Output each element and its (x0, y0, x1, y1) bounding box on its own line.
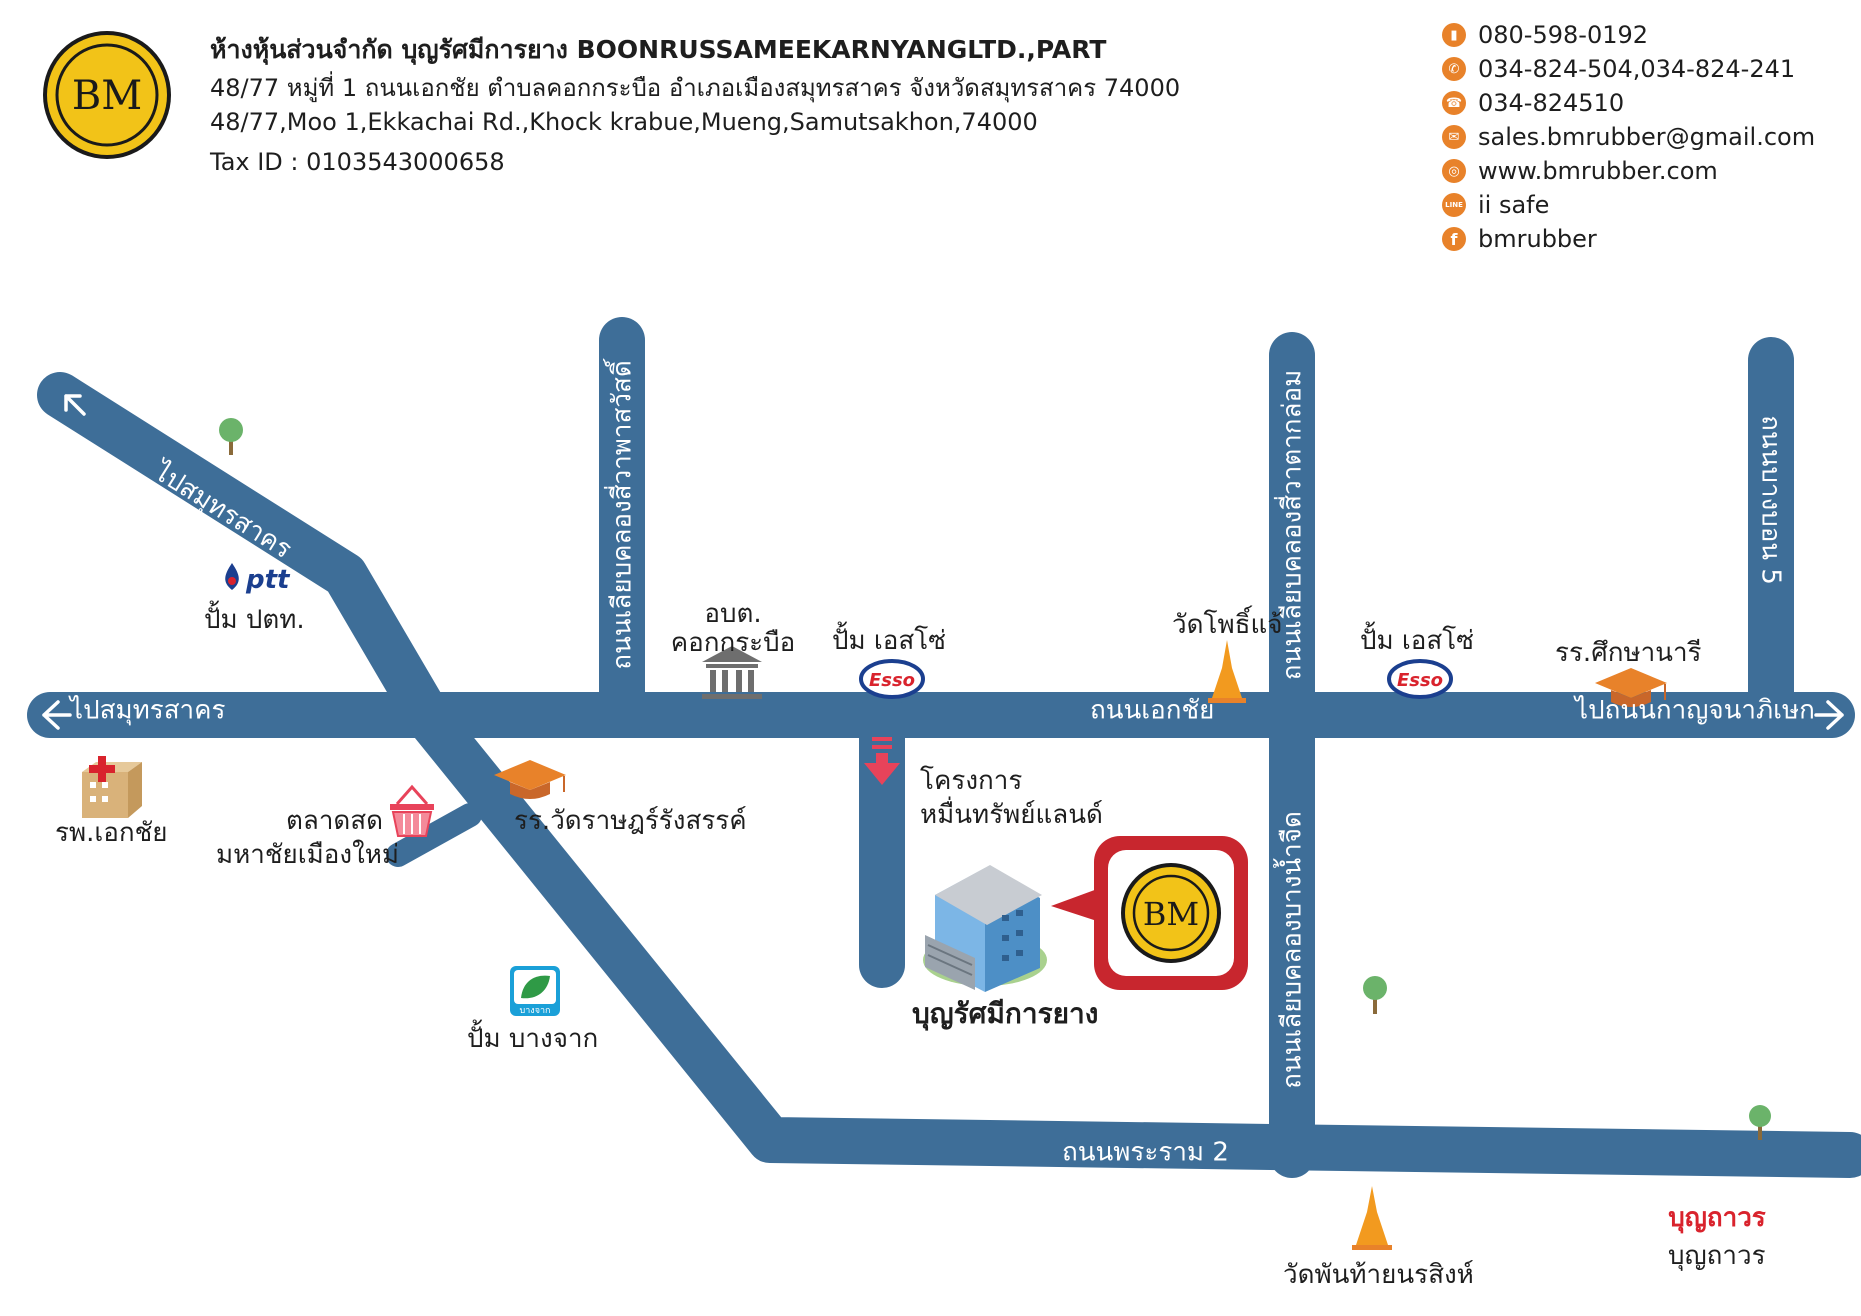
hospital-icon (82, 756, 142, 818)
road-label-khlong-si-wa-phasawat: ถนนเลียบคลองสี่วาพาสวัสดิ์ (607, 360, 638, 670)
label-suksanari-school: รร.ศึกษานารี (1555, 638, 1702, 668)
down-arrow-marker-icon (864, 737, 900, 785)
road-label-to-kanchanaphisek: ไปถนนกาญจนาภิเษก (1575, 695, 1815, 726)
label-boonthavorn: บุญถาวร (1668, 1241, 1766, 1271)
road-label-khlong-bang-nam-chuet: ถนนเลียบคลองบางน้ำจืด (1277, 811, 1308, 1089)
tree-icon (219, 418, 243, 455)
contact-line: LINE ii safe (1442, 190, 1549, 220)
arrow-right-icon (1814, 700, 1844, 730)
label-wat-phan-thai: วัดพันท้ายนรสิงห์ (1283, 1260, 1474, 1290)
address-thai: 48/77 หมู่ที่ 1 ถนนเอกชัย ตำบลคอกกระบือ … (210, 74, 1181, 102)
temple-icon (1352, 1186, 1392, 1250)
contact-fax: ☎ 034-824510 (1442, 88, 1624, 118)
arrow-diagonal-icon (64, 394, 86, 416)
ptt-logo-text: ptt (245, 565, 291, 595)
road-label-bang-bon-5: ถนนบางบอน 5 (1755, 415, 1786, 585)
label-company: บุญรัศมีการยาง (912, 997, 1099, 1030)
label-project-line2: หมื่นทรัพย์แลนด์ (920, 800, 1103, 830)
phone-icon: ✆ (1442, 57, 1466, 81)
road-label-left: ไปสมุทรสาคร (70, 695, 226, 726)
boonthavorn-logo-text: บุญถาวร (1668, 1203, 1766, 1234)
road-label-ekkachai: ถนนเอกชัย (1090, 695, 1215, 726)
label-bangchak: ปั้ม บางจาก (467, 1024, 599, 1054)
contact-facebook-text: bmrubber (1478, 225, 1597, 253)
arrow-left-icon (42, 700, 72, 730)
contact-mobile: ▮ 080-598-0192 (1442, 20, 1648, 50)
label-esso-2: ปั้ม เอสโซ่ (1360, 626, 1474, 656)
ptt-logo-icon: ptt (225, 563, 291, 595)
contact-phone-text: 034-824-504,034-824-241 (1478, 55, 1796, 83)
address-english: 48/77,Moo 1,Ekkachai Rd.,Khock krabue,Mu… (210, 108, 1038, 136)
contact-line-text: ii safe (1478, 191, 1550, 219)
esso-logo-text: Esso (1397, 670, 1443, 691)
logo-text: BM (72, 73, 142, 119)
fax-icon: ☎ (1442, 91, 1466, 115)
temple-icon (1208, 640, 1246, 703)
esso-logo-icon: Esso (1387, 659, 1453, 699)
contact-email[interactable]: ✉ sales.bmrubber@gmail.com (1442, 122, 1815, 152)
market-basket-icon (390, 784, 434, 837)
email-icon: ✉ (1442, 125, 1466, 149)
bangchak-logo-text: บางจาก (520, 1006, 551, 1016)
tax-id: Tax ID : 0103543000658 (210, 148, 505, 176)
label-project-line1: โครงการ (920, 766, 1023, 796)
web-icon: ◎ (1442, 159, 1466, 183)
bangchak-logo-icon: บางจาก (510, 966, 560, 1016)
company-name: ห้างหุ้นส่วนจำกัด บุญรัศมีการยาง BOONRUS… (210, 35, 1107, 64)
label-hospital: รพ.เอกชัย (55, 818, 168, 848)
label-market-line2: มหาชัยเมืองใหม่ (216, 840, 400, 870)
company-callout: BM (1051, 836, 1248, 990)
government-building-icon (702, 646, 762, 699)
graduation-cap-icon (494, 760, 566, 799)
contact-phone: ✆ 034-824-504,034-824-241 (1442, 54, 1795, 84)
company-building-icon (923, 865, 1047, 992)
graduation-cap-icon (1595, 668, 1667, 707)
contact-website-link[interactable]: www.bmrubber.com (1478, 157, 1718, 185)
label-wat-pho-chae: วัดโพธิ์แจ้ (1172, 610, 1283, 640)
esso-logo-icon: Esso (859, 659, 925, 699)
label-ptt: ปั้ม ปตท. (204, 605, 305, 635)
company-logo-header: BM (43, 31, 171, 159)
contact-facebook: f bmrubber (1442, 224, 1597, 254)
label-wat-rat-school: รร.วัดราษฎร์รังสรรค์ (514, 806, 747, 836)
callout-logo-text: BM (1143, 895, 1199, 933)
label-esso-1: ปั้ม เอสโซ่ (832, 626, 946, 656)
contact-fax-text: 034-824510 (1478, 89, 1625, 117)
contact-mobile-text: 080-598-0192 (1478, 21, 1649, 49)
line-icon: LINE (1442, 193, 1466, 217)
facebook-icon: f (1442, 227, 1466, 251)
tree-icon (1363, 976, 1387, 1014)
mobile-icon: ▮ (1442, 23, 1466, 47)
contact-email-link[interactable]: sales.bmrubber@gmail.com (1478, 123, 1816, 151)
tree-icon (1749, 1105, 1771, 1140)
label-obt-line2: คอกกระบือ (670, 628, 796, 658)
label-market-line1: ตลาดสด (286, 806, 384, 836)
road-label-rama2: ถนนพระราม 2 (1062, 1137, 1229, 1168)
contact-website[interactable]: ◎ www.bmrubber.com (1442, 156, 1718, 186)
road-market-spur (386, 803, 482, 867)
esso-logo-text: Esso (869, 670, 915, 691)
label-obt-line1: อบต. (704, 599, 762, 629)
